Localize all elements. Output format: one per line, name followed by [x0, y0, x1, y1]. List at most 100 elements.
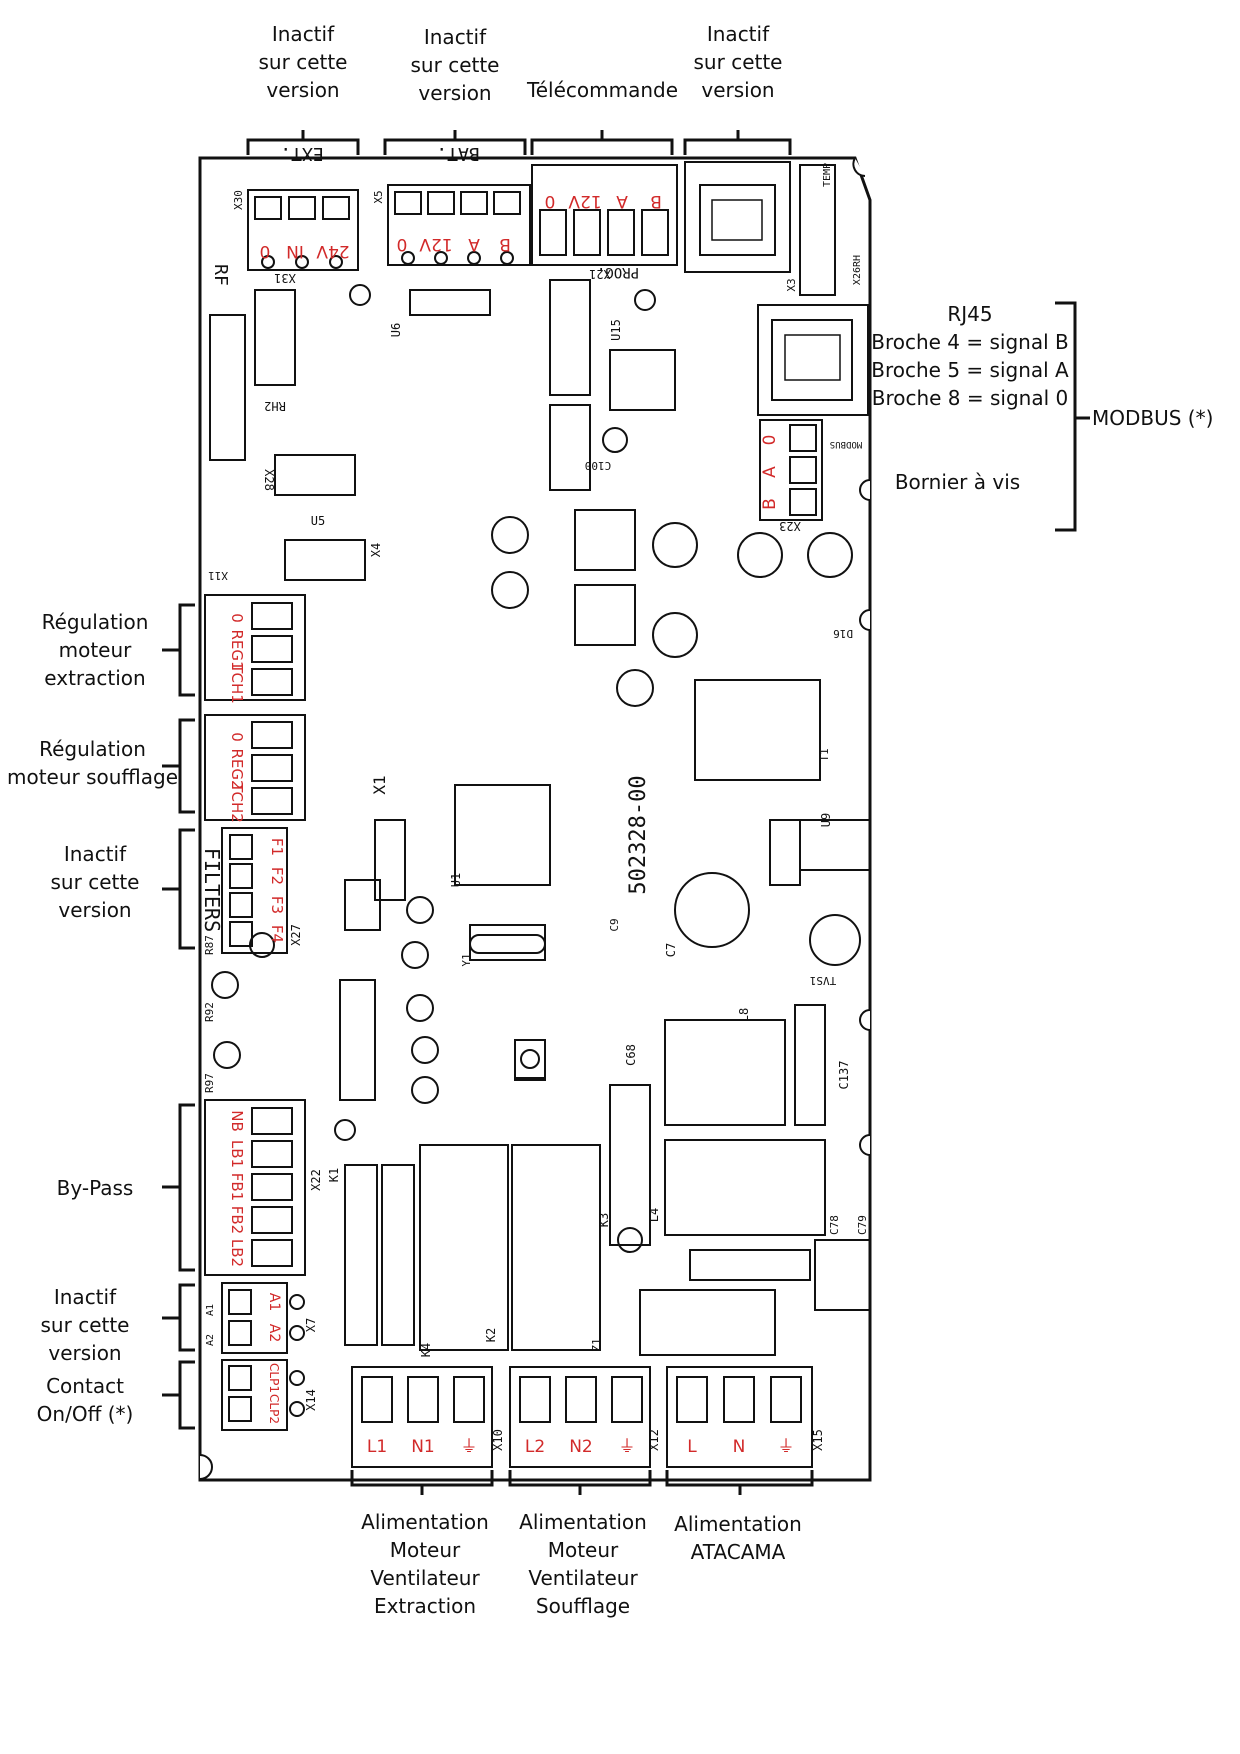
annotation-left-filters-line2: sur cette: [50, 870, 140, 894]
term-remote-b: B: [650, 191, 662, 211]
pcb-label-u15: U15: [609, 319, 623, 341]
pcb-label-k1: K1: [327, 1168, 341, 1182]
bracket-left-contact: [162, 1360, 195, 1430]
annotation-bottom-extract: Alimentation Moteur Ventilateur Extracti…: [360, 1508, 490, 1620]
push-button: [514, 1039, 546, 1079]
annotation-screw-block-text: Bornier à vis: [894, 470, 1021, 494]
pcb-label-c7: C7: [664, 943, 678, 957]
crystal: [469, 934, 546, 954]
pcb-label-k2: K2: [484, 1328, 498, 1342]
pcb-label-x21: X21: [589, 267, 611, 281]
pcb-label-tvs: TVS1: [810, 974, 837, 987]
remote-connector: [531, 164, 678, 266]
term-reg1-0: 0: [228, 613, 246, 623]
bracket-top-ext: [246, 130, 360, 155]
pcb-label-x26rh: X26RH: [852, 255, 863, 285]
annotation-modbus: MODBUS (*): [1092, 404, 1232, 432]
annotation-top-remote: Télécommande: [520, 76, 685, 104]
pcb-label-x7: X7: [304, 1318, 318, 1332]
term-filters-f1: F1: [268, 838, 286, 856]
annotation-left-a1a2-line1: Inactif: [53, 1285, 117, 1309]
pcb-label-x1: X1: [370, 775, 389, 794]
bracket-bottom-atacama: [665, 1470, 814, 1495]
annotation-screw-block: Bornier à vis: [880, 468, 1035, 496]
annotation-left-contact-line1: Contact: [46, 1374, 124, 1398]
term-filters-f4: F4: [268, 925, 286, 943]
pcb-label-k4: K4: [419, 1343, 433, 1357]
rj-connector-top: [684, 161, 836, 296]
pcb-label-c100: C100: [585, 459, 612, 472]
pcb-label-u5: U5: [311, 514, 325, 528]
pcb-label-u9: U9: [819, 813, 833, 827]
annotation-top-ext-line2: sur cette: [258, 50, 348, 74]
bracket-right-modbus: [1055, 301, 1090, 532]
annotation-left-bypass: By-Pass: [30, 1174, 160, 1202]
term-reg2-reg2: REG2: [228, 748, 246, 789]
pcb-label-filters: FILTERS: [200, 848, 224, 932]
term-remote-a: A: [616, 191, 628, 211]
annotation-top-remote-line1: Télécommande: [526, 78, 679, 102]
ext-connector: [247, 189, 359, 271]
pcb-label-a2: A2: [205, 1334, 216, 1346]
term-bypass-lb1: LB1: [228, 1140, 246, 1168]
term-reg2-0: 0: [228, 732, 246, 742]
term-reg1-tch1: TCH1: [228, 663, 246, 704]
pcb-label-c79: C79: [856, 1215, 869, 1235]
annotation-bottom-blow-line4: Soufflage: [535, 1594, 631, 1618]
bracket-left-filters: [162, 828, 195, 950]
term-bat-12v: 12V: [419, 234, 453, 254]
annotation-bottom-blow-line2: Moteur: [547, 1538, 619, 1562]
pcb-label-c137: C137: [837, 1061, 851, 1090]
term-pow1-n1: N1: [411, 1437, 435, 1457]
board-notches: [199, 157, 871, 1480]
term-a1: A1: [266, 1293, 282, 1311]
annotation-bottom-extract-line3: Ventilateur: [370, 1566, 480, 1590]
annotation-rj45-pin8: Broche 8 = signal 0: [871, 386, 1069, 410]
bracket-left-bypass: [162, 1103, 195, 1272]
components: [209, 279, 871, 1356]
annotation-bottom-atacama-line2: ATACAMA: [690, 1540, 786, 1564]
annotation-left-filters: Inactif sur cette version: [30, 840, 160, 924]
term-pow1-l1: L1: [367, 1437, 387, 1457]
annotation-left-filters-line3: version: [58, 898, 132, 922]
annotation-top-rj: Inactif sur cette version: [673, 20, 803, 104]
rj45-modbus-connector: [757, 304, 869, 416]
pcb-label-r97: R97: [203, 1073, 216, 1093]
pcb-label-a1: A1: [205, 1304, 216, 1316]
annotation-left-extract-line1: Régulation: [41, 610, 149, 634]
annotation-left-a1a2: Inactif sur cette version: [20, 1283, 150, 1367]
annotation-top-bat: Inactif sur cette version: [390, 23, 520, 107]
annotation-bottom-extract-line2: Moteur: [389, 1538, 461, 1562]
pcb-label-modbus: MODBUS: [830, 439, 863, 449]
pcb-label-x22: X22: [309, 1169, 323, 1191]
bracket-bottom-blow: [508, 1470, 652, 1495]
annotation-bottom-blow-line1: Alimentation: [519, 1510, 647, 1534]
pcb-label-l4: L4: [647, 1208, 661, 1222]
bat-connector: [387, 184, 531, 266]
pcb-label-z1: Z1: [590, 1338, 603, 1351]
power-connector-blow: [509, 1366, 651, 1468]
pcb-label-x14: X14: [304, 1389, 318, 1411]
clp-connector: [221, 1359, 305, 1431]
annotation-left-a1a2-line3: version: [48, 1341, 122, 1365]
annotation-modbus-text: MODBUS (*): [1092, 406, 1214, 430]
annotation-rj45-title: RJ45: [947, 302, 993, 326]
term-pow3-n: N: [733, 1437, 746, 1457]
pcb-label-x23: X23: [779, 519, 801, 533]
term-pow2-n2: N2: [569, 1437, 593, 1457]
annotation-top-ext: Inactif sur cette version: [238, 20, 368, 104]
term-ext-24v: 24V: [316, 241, 350, 261]
bracket-top-bat: [383, 130, 527, 155]
pcb-label-x15: X15: [811, 1429, 825, 1451]
annotation-top-rj-line1: Inactif: [706, 22, 770, 46]
pcb-label-x27: X27: [289, 924, 303, 946]
pcb-label-prog: PROG.: [597, 264, 639, 280]
pcb-label-rh: RH2: [264, 399, 286, 413]
pcb-label-l8: L8: [737, 1008, 751, 1022]
term-clp2: CLP2: [267, 1394, 281, 1424]
pcb-label-x4: X4: [369, 543, 383, 557]
annotation-left-contact: Contact On/Off (*): [20, 1372, 150, 1428]
annotation-left-extract: Régulation moteur extraction: [30, 608, 160, 692]
pcb-label-t1: T1: [818, 748, 831, 761]
